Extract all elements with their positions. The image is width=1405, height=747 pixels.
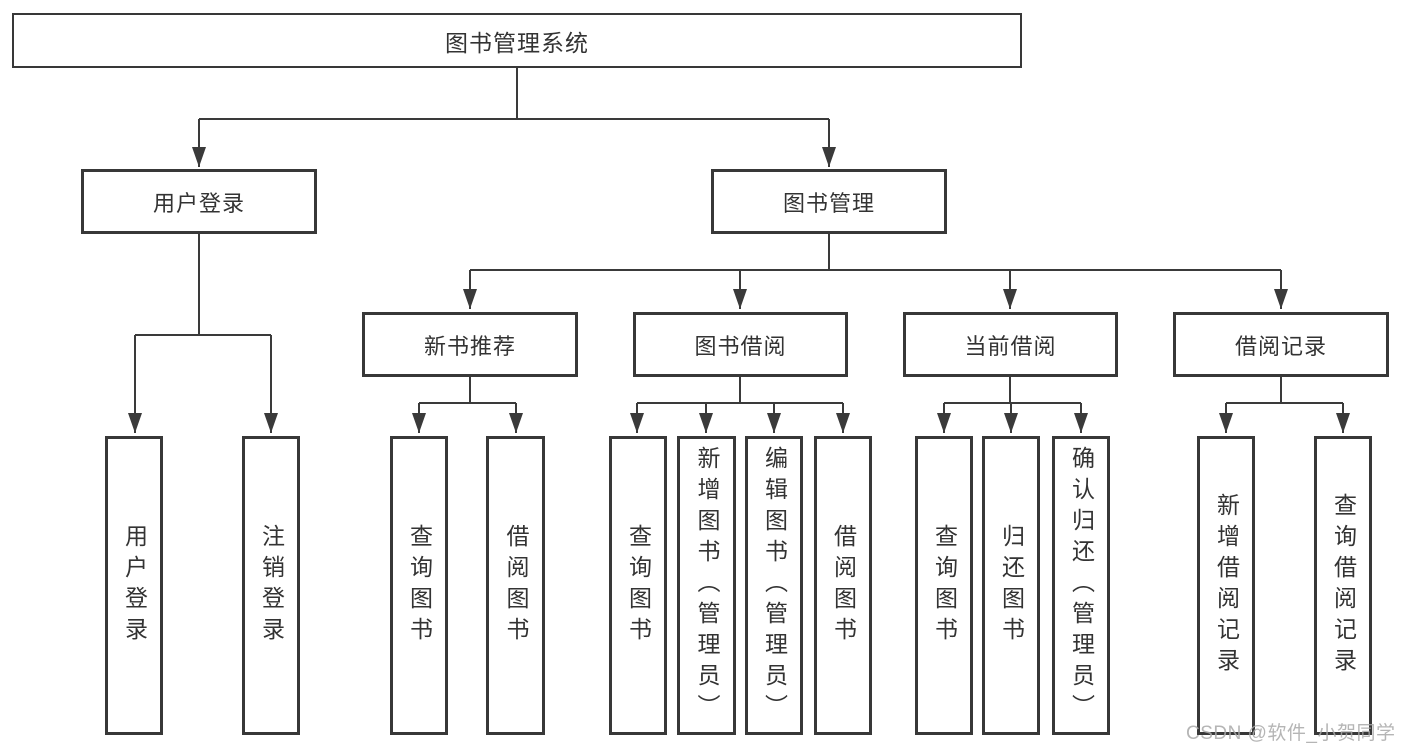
leaf-nb-borrow-books-label: 借阅图书	[503, 523, 529, 648]
node-new-book-recommend: 新书推荐	[362, 312, 578, 377]
leaf-bb-query-books-label: 查询图书	[625, 523, 652, 648]
node-user-login: 用户登录	[81, 169, 317, 234]
node-current-borrow-label: 当前借阅	[964, 333, 1057, 359]
connector-current-borrow-bar	[944, 377, 1081, 404]
leaf-nb-query-books-label: 查询图书	[406, 523, 433, 648]
connector-root-bar	[199, 68, 829, 120]
node-library-system: 图书管理系统	[12, 13, 1022, 68]
connector-new-book-bar	[419, 377, 516, 404]
node-borrow-records-label: 借阅记录	[1234, 333, 1327, 359]
node-new-book-recommend-label: 新书推荐	[423, 333, 516, 359]
leaf-bb-borrow-books-label: 借阅图书	[830, 523, 857, 648]
leaf-br-query-record-label: 查询借阅记录	[1330, 492, 1357, 679]
leaf-bb-edit-book-admin: 编辑图书（管理员）	[745, 436, 803, 735]
leaf-br-add-record: 新增借阅记录	[1197, 436, 1255, 735]
leaf-br-add-record-label: 新增借阅记录	[1213, 492, 1240, 679]
leaf-logout: 注销登录	[242, 436, 300, 735]
leaf-user-login: 用户登录	[105, 436, 163, 735]
leaf-nb-borrow-books: 借阅图书	[486, 436, 545, 735]
node-book-borrow: 图书借阅	[633, 312, 848, 377]
node-book-borrow-label: 图书借阅	[694, 333, 787, 359]
leaf-nb-query-books: 查询图书	[390, 436, 448, 735]
leaf-user-login-label: 用户登录	[121, 523, 148, 648]
leaf-cb-return-book-label: 归还图书	[998, 523, 1025, 648]
node-book-management-label: 图书管理	[782, 190, 875, 216]
leaf-bb-query-books: 查询图书	[609, 436, 667, 735]
leaf-cb-confirm-return-admin-label: 确认归还（管理员）	[1068, 446, 1095, 725]
leaf-bb-edit-book-admin-label: 编辑图书（管理员）	[761, 446, 788, 725]
connector-book-management-bar	[470, 234, 1281, 271]
csdn-watermark: CSDN @软件_小贺同学	[1186, 723, 1396, 744]
connector-borrow-records-bar	[1226, 377, 1343, 404]
leaf-bb-borrow-books: 借阅图书	[814, 436, 872, 735]
node-user-login-label: 用户登录	[152, 190, 245, 216]
leaf-cb-query-books-label: 查询图书	[931, 523, 958, 648]
node-borrow-records: 借阅记录	[1173, 312, 1389, 377]
leaf-br-query-record: 查询借阅记录	[1314, 436, 1372, 735]
leaf-cb-confirm-return-admin: 确认归还（管理员）	[1052, 436, 1110, 735]
node-book-management: 图书管理	[711, 169, 947, 234]
leaf-cb-return-book: 归还图书	[982, 436, 1040, 735]
connector-user-login-bar	[135, 234, 271, 336]
leaf-bb-add-book-admin: 新增图书（管理员）	[677, 436, 736, 735]
leaf-cb-query-books: 查询图书	[915, 436, 973, 735]
connector-book-borrow-bar	[637, 377, 843, 404]
leaf-bb-add-book-admin-label: 新增图书（管理员）	[694, 446, 720, 725]
node-current-borrow: 当前借阅	[903, 312, 1118, 377]
node-library-system-label: 图书管理系统	[445, 29, 589, 56]
leaf-logout-label: 注销登录	[258, 523, 285, 648]
